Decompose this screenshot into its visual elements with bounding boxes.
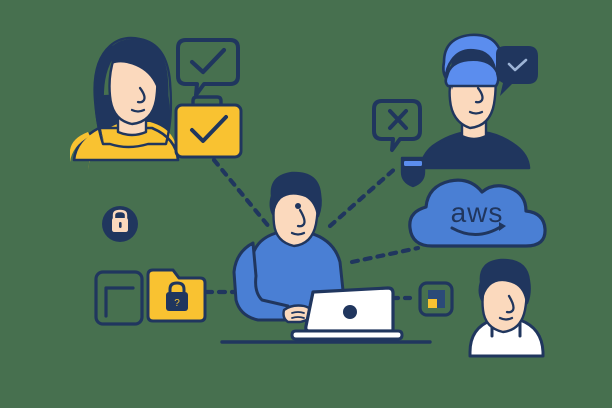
folder-lock-icon: ?	[146, 268, 207, 323]
image-tile-icon	[418, 281, 454, 317]
woman-figure	[70, 36, 180, 170]
briefcase-check-icon	[174, 95, 243, 159]
lock-circle-icon	[102, 206, 138, 242]
document-icon	[94, 270, 144, 326]
dashed-connector-laptop-to-shield	[327, 163, 401, 229]
aws-cloud-icon: aws	[408, 178, 547, 248]
dashed-connector-briefcase-to-laptop	[211, 157, 273, 231]
aws-wordmark: aws	[451, 197, 504, 228]
man-right-figure	[468, 258, 545, 358]
dashed-connector-laptop-to-cloud	[349, 245, 421, 265]
speech-bubble-error-icon	[372, 99, 422, 152]
folder-lock-question-mark: ?	[174, 298, 180, 309]
speech-bubble-filled-check-icon	[496, 46, 538, 96]
shield-icon	[400, 156, 426, 188]
laptop	[290, 286, 404, 341]
speech-bubble-check-icon	[176, 38, 240, 97]
